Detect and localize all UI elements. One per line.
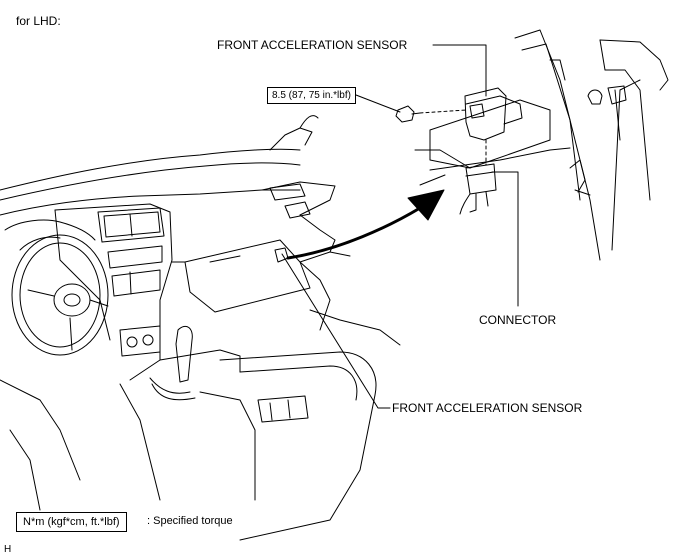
front-acceleration-sensor-part xyxy=(464,87,507,141)
direction-arrow-icon xyxy=(286,189,445,260)
legend-description: : Specified torque xyxy=(147,515,233,527)
sensor-detail-illustration xyxy=(395,29,669,261)
dashboard-illustration xyxy=(0,115,401,541)
connector-part xyxy=(465,163,497,213)
callout-front-acceleration-sensor-bottom: FRONT ACCELERATION SENSOR xyxy=(392,401,583,415)
legend-unit-box: N*m (kgf*cm, ft.*lbf) xyxy=(16,512,127,532)
callout-connector: CONNECTOR xyxy=(479,313,557,327)
leader-lines xyxy=(281,44,519,409)
bolt-icon xyxy=(395,105,421,123)
torque-value-box: 8.5 (87, 75 in.*lbf) xyxy=(267,87,356,104)
footer-code: H xyxy=(4,544,12,555)
page-title: for LHD: xyxy=(16,14,61,28)
callout-front-acceleration-sensor-top: FRONT ACCELERATION SENSOR xyxy=(217,38,408,52)
